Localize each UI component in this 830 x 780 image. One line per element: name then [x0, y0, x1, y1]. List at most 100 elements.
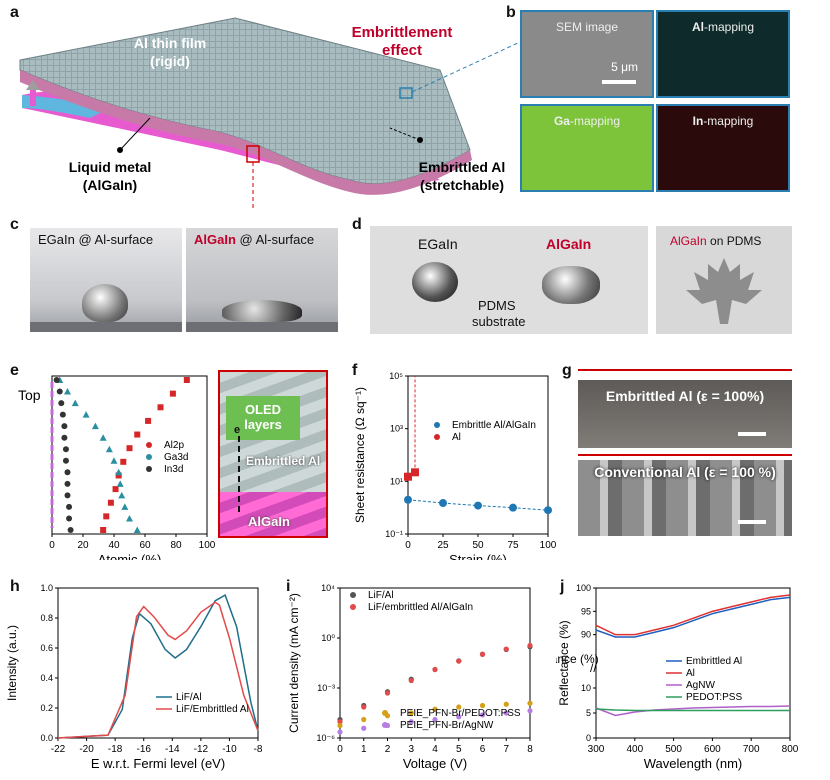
electron-path-arrow — [238, 436, 240, 512]
algain-photo-title-red: AlGaIn — [194, 232, 236, 247]
pdms-label: PDMS — [478, 298, 516, 313]
y-tick-label: 0.2 — [40, 703, 53, 713]
data-point-embrittled — [404, 495, 412, 504]
liquid-metal-sublabel: (AlGaIn) — [83, 177, 137, 193]
x-axis-label: Atomic (%) — [98, 552, 162, 560]
x-tick-label: 4 — [432, 744, 438, 755]
data-point-al2p — [169, 390, 176, 397]
y-tick-label: 10⁴ — [321, 583, 335, 593]
data-point — [432, 716, 438, 723]
data-point — [456, 714, 462, 720]
panel-label-c: c — [10, 216, 19, 233]
data-point-in3d — [66, 503, 73, 510]
data-point-in3d — [61, 434, 68, 441]
x-tick-label: 5 — [456, 744, 462, 755]
x-tick-label: 7 — [503, 744, 509, 755]
legend-label: PEIE_PFN-Br/PEDOT:PSS — [400, 708, 521, 719]
data-point-in3d — [61, 423, 68, 430]
on-pdms-rest: on PDMS — [706, 234, 762, 248]
x-tick-label: 100 — [199, 540, 215, 551]
data-point-ga3d — [121, 503, 129, 510]
panel-label-f: f — [352, 362, 358, 379]
x-tick-label: 0 — [405, 540, 411, 551]
conventional-al-strain-label: Conventional Al (ε = 100 %) — [594, 464, 776, 480]
legend-label: Embrittle Al/AlGaIn — [452, 420, 536, 431]
y-axis-label: Reflectance (%) — [557, 620, 571, 705]
data-point — [479, 702, 486, 709]
x-tick-label: 400 — [626, 744, 643, 755]
panel-label-d: d — [352, 216, 362, 233]
legend-label: Al — [686, 668, 695, 679]
y-axis-label: Reflectance (%) — [556, 652, 599, 666]
data-point — [527, 700, 533, 706]
embrittled-al-label: Embrittled Al — [419, 159, 506, 175]
panel-label-a: a — [10, 4, 19, 21]
x-tick-label: -10 — [222, 744, 237, 755]
y-tick-label: 10⁻³ — [317, 683, 335, 693]
data-point-al2p — [183, 377, 190, 383]
data-point-al2p — [157, 404, 164, 411]
in-mapping-element: In — [692, 114, 704, 128]
data-point — [384, 690, 391, 696]
in-mapping-tile: In-mapping — [656, 104, 790, 192]
panel-label-j: j — [560, 578, 565, 595]
legend-swatch — [350, 592, 356, 598]
plot-frame — [57, 587, 259, 739]
x-tick-label: 0 — [49, 540, 55, 551]
data-point-ga3d — [126, 514, 133, 522]
algain-photo-title-rest: @ Al-surface — [235, 232, 315, 247]
algain-patterned-pdms-photo: AlGaIn on PDMS — [656, 226, 792, 334]
panel-label-g: g — [562, 362, 572, 379]
series-line — [57, 601, 259, 739]
data-point-embrittled — [509, 503, 517, 512]
phoenix-pattern-icon — [686, 258, 762, 324]
algain-droplet-d — [542, 266, 600, 304]
x-tick-label: 75 — [507, 540, 519, 551]
sem-image-tile: SEM image 5 μm — [520, 10, 654, 98]
y-axis-label: Intensity (a.u.) — [5, 625, 19, 701]
data-point-al2p — [115, 472, 122, 479]
data-point-in3d — [59, 411, 66, 418]
x-tick-label: 60 — [139, 540, 151, 551]
data-point-ga3d — [91, 422, 99, 430]
data-point-ga3d — [110, 457, 118, 464]
x-axis-label: Strain (%) — [449, 552, 507, 560]
legend-label: LiF/Al — [176, 692, 202, 703]
legend-label: LiF/Embrittled Al — [176, 704, 249, 715]
data-point-embrittled — [474, 501, 482, 510]
x-tick-label: -14 — [165, 744, 180, 755]
y-axis-label: Sheet resistance (Ω sq⁻¹) — [353, 387, 367, 523]
data-point-in3d — [64, 480, 71, 487]
embrittled-al-photo: Embrittled Al (ε = 100%) — [578, 380, 792, 448]
embrittlement-label: Embrittlement — [352, 24, 453, 41]
data-point — [527, 708, 533, 714]
data-point-in3d — [56, 388, 63, 395]
data-point — [337, 722, 343, 729]
data-point-ga3d — [118, 491, 126, 499]
egain-label: EGaIn — [418, 236, 458, 252]
oled-layers-label: layers — [244, 417, 282, 432]
series-line — [595, 705, 791, 717]
data-point-al2p — [103, 513, 110, 520]
embrittled-al-layer-label: Embrittled Al — [246, 454, 321, 468]
algain-label: AlGaIn — [546, 236, 592, 252]
panel-label-h: h — [10, 578, 20, 595]
x-tick-label: 20 — [77, 540, 89, 551]
legend-label: Al — [452, 432, 461, 443]
data-point-ga3d — [116, 480, 124, 487]
series-line — [595, 708, 790, 712]
in-mapping-label: -mapping — [703, 114, 754, 128]
y-tick-label: 100 — [576, 583, 591, 593]
legend-swatch — [382, 722, 388, 728]
legend-swatch — [350, 604, 356, 610]
data-point — [337, 729, 343, 735]
panel-label-i: i — [286, 578, 291, 595]
data-point-in3d — [67, 527, 74, 533]
egain-droplet-d — [412, 262, 458, 302]
data-point-ga3d — [133, 526, 141, 533]
x-tick-label: 800 — [782, 744, 799, 755]
on-pdms-red: AlGaIn — [670, 234, 707, 248]
